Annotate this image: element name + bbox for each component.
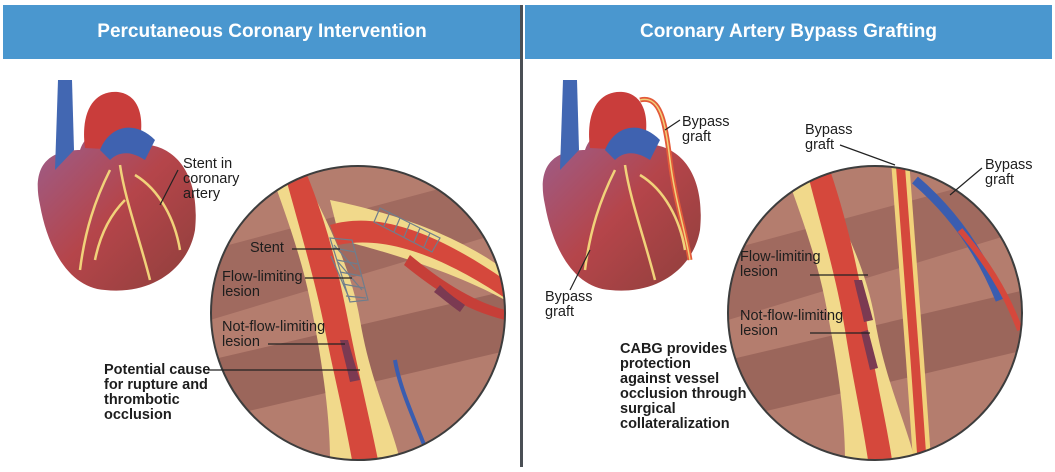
pci-title-banner: Percutaneous Coronary Intervention: [3, 5, 521, 59]
pulmonary-artery: [605, 127, 660, 160]
label-flow-limiting-lesion-left: Flow-limiting lesion: [222, 269, 303, 300]
superior-vena-cava: [560, 80, 579, 170]
label-potential-cause: Potential cause for rupture and thrombot…: [104, 362, 211, 423]
leader-lines-left: [208, 248, 360, 371]
plaque-lesion: [854, 280, 873, 322]
stent: [329, 237, 369, 303]
label-bypass-graft-right: Bypass graft: [985, 157, 1033, 188]
label-not-flow-limiting-lesion-left: Not-flow-limiting lesion: [222, 319, 326, 350]
pulmonary-artery: [100, 127, 155, 160]
coronary-artery-main: [808, 170, 892, 460]
cabg-title-banner: Coronary Artery Bypass Grafting: [525, 5, 1052, 59]
magnified-view-left: [210, 165, 506, 461]
coronary-vessels-left: [78, 164, 182, 281]
branch-artery: [330, 220, 505, 298]
label-stent-in-coronary-artery: Stent in coronary artery: [183, 156, 240, 202]
heart-left: [37, 80, 196, 291]
cabg-panel: Coronary Artery Bypass Grafting: [525, 0, 1052, 472]
cabg-title: Coronary Artery Bypass Grafting: [639, 21, 938, 42]
magnified-view-right: [727, 165, 1023, 461]
stent-branch: [373, 207, 441, 253]
label-stent: Stent: [250, 240, 284, 256]
pci-title: Percutaneous Coronary Intervention: [97, 21, 427, 42]
label-cabg-protection: CABG provides protection against vessel …: [620, 341, 747, 432]
label-flow-limiting-lesion-right: Flow-limiting lesion: [740, 249, 821, 280]
label-not-flow-limiting-lesion-right: Not-flow-limiting lesion: [740, 308, 844, 339]
plaque-lesion: [340, 340, 360, 382]
pci-panel: Percutaneous Coronary Intervention: [3, 0, 521, 472]
label-bypass-graft-bottom: Bypass graft: [545, 289, 593, 320]
leader-lines-right: [810, 144, 983, 334]
label-bypass-graft-center: Bypass graft: [805, 122, 853, 153]
coronary-artery-main: [285, 170, 378, 460]
heart-body: [542, 128, 701, 291]
label-bypass-graft-top: Bypass graft: [682, 114, 730, 145]
panel-divider: [520, 5, 523, 467]
superior-vena-cava: [55, 80, 74, 170]
